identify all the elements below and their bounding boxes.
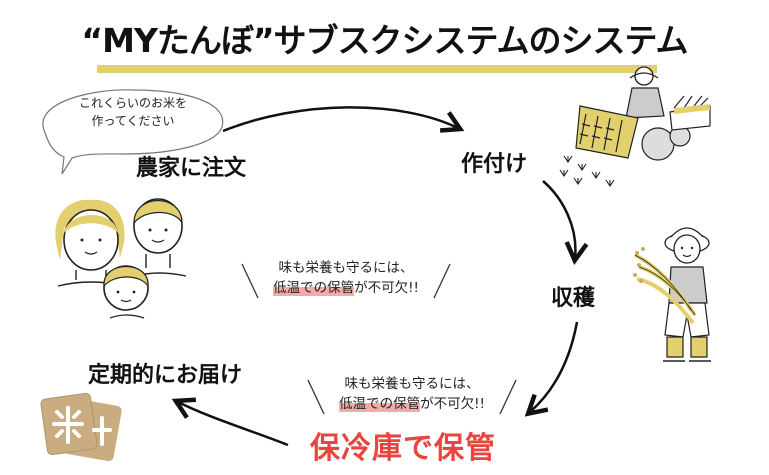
rice-planter-icon: [559, 66, 711, 187]
step-planting: 作付け: [461, 152, 528, 177]
note-2: 味も栄養も守るには、 低温での保管が不可欠!!: [302, 374, 522, 415]
bubble-line-1: これくらいのお米を: [78, 96, 187, 110]
title-underline: [97, 65, 657, 73]
farmer-harvest-icon: [633, 227, 711, 362]
note-1-rest: が不可欠!!: [354, 280, 419, 296]
arrow-planting-to-harvest: [542, 180, 589, 265]
rice-bag-icon: [40, 392, 122, 462]
step-storage: 保冷庫で保管: [310, 431, 496, 466]
step-harvest: 収穫: [551, 286, 596, 311]
bubble-line-2: 作ってください: [91, 114, 175, 128]
page-title: “MYたんぼ”サブスクシステムのシステム: [81, 21, 688, 60]
arrow-storage-to-delivery: [171, 397, 289, 447]
speech-bubble-icon: [42, 89, 224, 175]
note-1-line2: 低温での保管が不可欠!!: [236, 278, 456, 298]
note-1-slashes: [241, 263, 451, 299]
step-delivery: 定期的にお届け: [88, 363, 243, 388]
note-2-line2: 低温での保管が不可欠!!: [302, 394, 522, 414]
note-1: 味も栄養も守るには、 低温での保管が不可欠!!: [236, 258, 456, 299]
note-1-highlight: 低温での保管: [273, 280, 355, 296]
step-order: 農家に注文: [136, 156, 247, 181]
note-1-line1: 味も栄養も守るには、: [278, 260, 414, 276]
note-2-rest: が不可欠!!: [420, 396, 485, 412]
note-2-highlight: 低温での保管: [339, 396, 421, 412]
arrow-harvest-to-storage: [524, 321, 579, 417]
family-icon: [55, 198, 187, 319]
note-2-line1: 味も栄養も守るには、: [344, 376, 480, 392]
arrow-order-to-planting: [222, 106, 465, 133]
speech-bubble-text: これくらいのお米を 作ってください: [58, 94, 208, 130]
note-2-slashes: [307, 379, 517, 415]
